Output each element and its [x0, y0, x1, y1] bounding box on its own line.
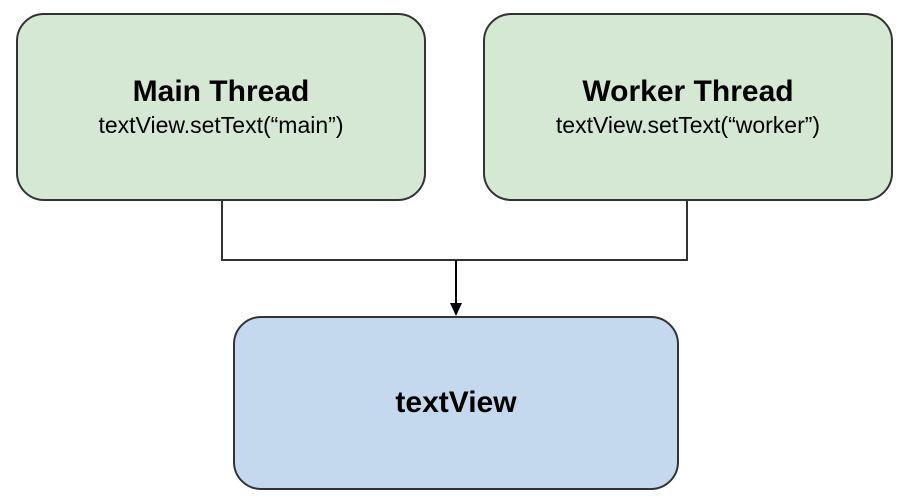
connector-worker-to-textview [456, 201, 688, 261]
main-thread-title: Main Thread [132, 75, 310, 108]
connector-main-to-textview [221, 201, 456, 261]
worker-thread-code: textView.setText(“worker”) [555, 112, 821, 138]
main-thread-code: textView.setText(“main”) [98, 112, 344, 138]
worker-thread-title: Worker Thread [582, 75, 794, 108]
textview-node: textView [233, 316, 679, 490]
worker-thread-node: Worker Thread textView.setText(“worker”) [483, 13, 893, 201]
arrowhead-icon [450, 303, 462, 316]
main-thread-node: Main Thread textView.setText(“main”) [16, 13, 426, 201]
textview-title: textView [395, 386, 517, 419]
